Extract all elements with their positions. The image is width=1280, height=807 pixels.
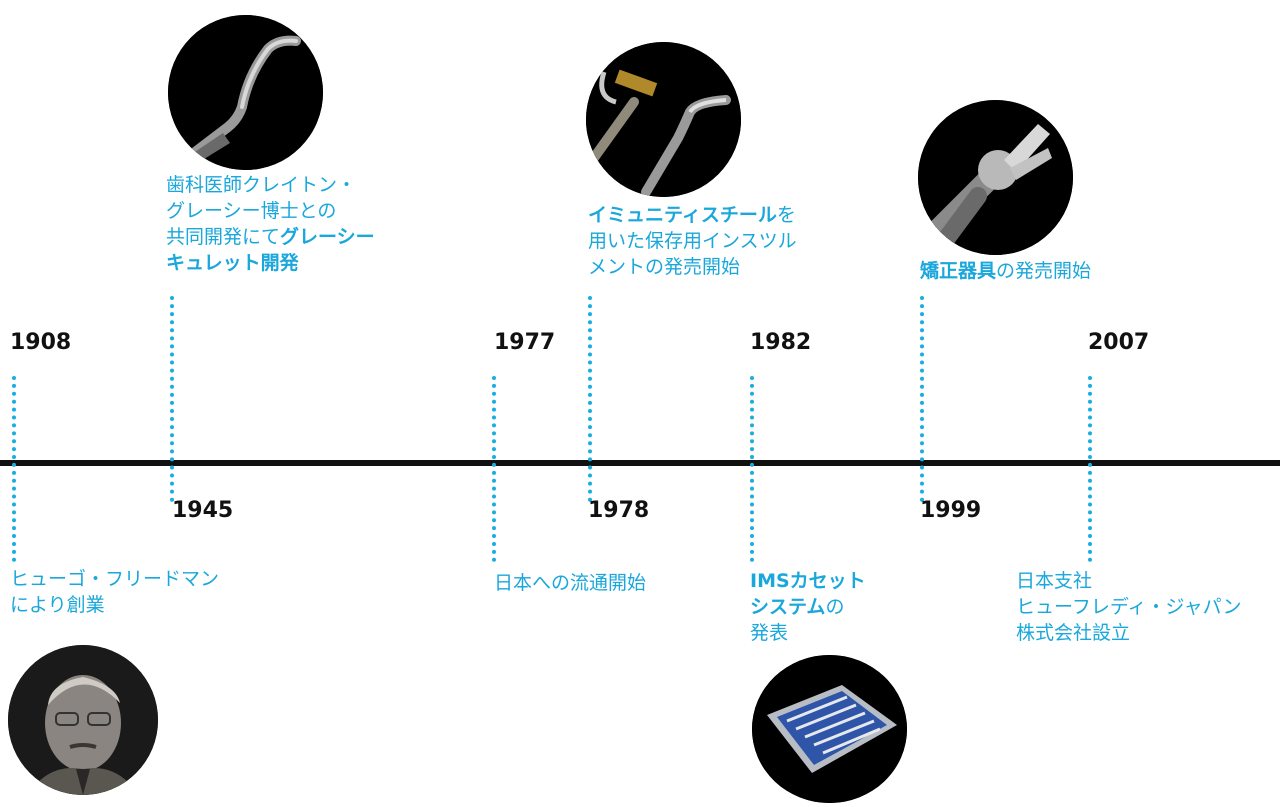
- ims-cassette-photo: [752, 655, 907, 803]
- event-1978-text: イミュニティスチールを 用いた保存用インスツル メントの発売開始: [588, 204, 797, 278]
- timeline-axis: [0, 460, 1280, 466]
- connector-1908: [12, 376, 16, 562]
- connector-1978: [588, 296, 592, 502]
- connector-2007: [1088, 376, 1092, 562]
- connector-1977: [492, 376, 496, 562]
- year-1908: 1908: [10, 330, 72, 355]
- immunity-steel-instruments-photo: [586, 42, 741, 197]
- connector-1999: [920, 296, 924, 502]
- year-1982: 1982: [750, 330, 812, 355]
- connector-1982: [750, 376, 754, 562]
- founder-portrait-photo: [8, 645, 158, 795]
- event-1999-text: 矯正器具の発売開始: [920, 260, 1092, 282]
- event-2007-text: 日本支社 ヒューフレディ・ジャパン 株式会社設立: [1016, 570, 1242, 644]
- year-1945: 1945: [172, 498, 234, 523]
- year-1999: 1999: [920, 498, 982, 523]
- event-1945-text: 歯科医師クレイトン・ グレーシー博士との 共同開発にてグレーシー キュレット開発: [166, 174, 375, 274]
- gracey-curette-photo: [168, 15, 323, 170]
- connector-1945: [170, 296, 174, 502]
- year-2007: 2007: [1088, 330, 1150, 355]
- event-1908-text: ヒューゴ・フリードマン により創業: [10, 568, 220, 616]
- event-1977-text: 日本への流通開始: [494, 572, 647, 594]
- year-1978: 1978: [588, 498, 650, 523]
- year-1977: 1977: [494, 330, 556, 355]
- orthodontic-pliers-photo: [918, 100, 1073, 255]
- event-1982-text: IMSカセット システムの 発表: [750, 570, 866, 644]
